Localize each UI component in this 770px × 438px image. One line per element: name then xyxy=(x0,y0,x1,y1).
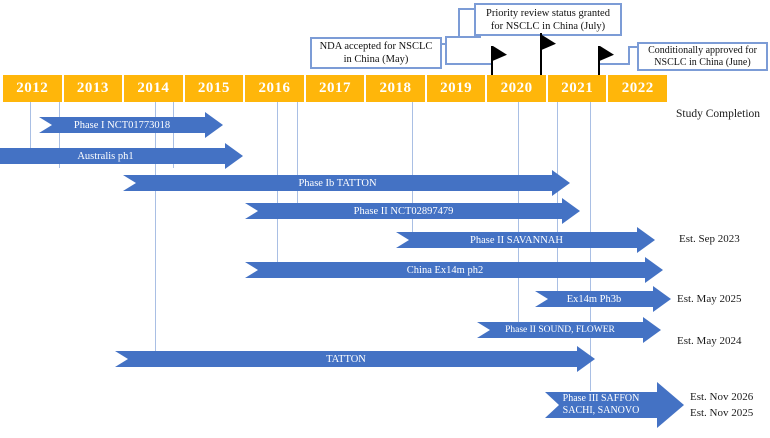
callout-text: NSCLC in China (June) xyxy=(654,56,751,68)
callout-text: Conditionally approved for xyxy=(648,44,757,56)
callout-connector xyxy=(445,37,447,65)
callout-bracket xyxy=(458,8,460,37)
bar-label: TATTON xyxy=(326,353,366,365)
year-cell-2012: 2012 xyxy=(3,75,62,102)
bar-label: China Ex14m ph2 xyxy=(406,264,484,276)
callout-connector xyxy=(438,43,447,45)
study-completion-header: Study Completion xyxy=(676,108,761,120)
year-cell-2022: 2022 xyxy=(608,75,668,102)
gantt-bar-phase1-nct01773018: Phase I NCT01773018 xyxy=(39,117,205,133)
est-completion-phase3-line2: Est. Nov 2025 xyxy=(690,407,754,419)
callout-nda-accepted: NDA accepted for NSCLC in China (May) xyxy=(310,37,442,69)
bar-label: Phase II SOUND, FLOWER xyxy=(505,325,615,335)
est-completion-phase3-line1: Est. Nov 2026 xyxy=(690,391,754,403)
leader-line xyxy=(412,102,413,233)
gantt-bar-arrowhead xyxy=(657,382,684,428)
callout-conditionally-approved: Conditionally approved for NSCLC in Chin… xyxy=(637,42,768,71)
leader-line xyxy=(173,102,174,168)
callout-text: in China (May) xyxy=(343,54,409,65)
callout-connector xyxy=(628,46,630,65)
bar-label: Ex14m Ph3b xyxy=(566,293,622,305)
year-cell-2014: 2014 xyxy=(124,75,183,102)
year-cell-2021: 2021 xyxy=(547,75,607,102)
flag-icon xyxy=(598,46,600,75)
est-completion-sound-flower: Est. May 2024 xyxy=(677,335,742,347)
flag-icon xyxy=(491,46,493,75)
leader-line xyxy=(297,102,298,205)
gantt-bar-ex14m-ph3b: Ex14m Ph3b xyxy=(535,291,653,307)
leader-line xyxy=(557,102,558,292)
gantt-bar-arrowhead xyxy=(645,257,663,283)
leader-line xyxy=(30,102,31,150)
gantt-bar-phase2-sound-flower: Phase II SOUND, FLOWER xyxy=(477,322,643,338)
year-cell-2017: 2017 xyxy=(305,75,365,102)
gantt-bar-tatton: TATTON xyxy=(115,351,577,367)
callout-text: for NSCLC in China (July) xyxy=(490,20,606,32)
leader-line xyxy=(59,102,60,168)
year-cell-2018: 2018 xyxy=(366,75,425,102)
callout-priority-review: Priority review status granted for NSCLC… xyxy=(474,3,622,36)
gantt-bar-arrowhead xyxy=(562,198,580,224)
gantt-bar-phase1b-tatton: Phase Ib TATTON xyxy=(123,175,552,191)
year-axis: 2012 2013 2014 2015 2016 2017 2018 2019 … xyxy=(3,75,668,102)
callout-text: Priority review status granted xyxy=(486,7,610,19)
flag-icon xyxy=(542,35,556,50)
bar-label: Australis ph1 xyxy=(77,150,134,162)
est-completion-ex14m-ph3b: Est. May 2025 xyxy=(677,293,742,305)
flag-icon xyxy=(540,33,542,75)
bar-label: Phase Ib TATTON xyxy=(298,177,377,189)
gantt-bar-china-ex14m-ph2: China Ex14m ph2 xyxy=(245,262,645,278)
year-cell-2013: 2013 xyxy=(63,75,123,102)
gantt-bar-arrowhead xyxy=(205,112,223,138)
gantt-bar-arrowhead xyxy=(653,286,671,312)
bar-label: Phase II NCT02897479 xyxy=(353,205,454,217)
callout-bracket xyxy=(445,36,481,38)
gantt-bar-arrowhead xyxy=(225,143,243,169)
bar-label: Phase III SAFFON xyxy=(562,393,640,404)
bar-label: SACHI, SANOVO xyxy=(562,405,640,416)
callout-bracket xyxy=(458,8,474,10)
callout-connector xyxy=(445,63,491,65)
gantt-bar-phase3-saffon-sachi-sanovo: Phase III SAFFON SACHI, SANOVO xyxy=(545,392,657,418)
flag-icon xyxy=(493,46,507,61)
gantt-bar-arrowhead xyxy=(643,317,661,343)
callout-connector xyxy=(628,46,637,48)
gantt-bar-phase2-nct02897479: Phase II NCT02897479 xyxy=(245,203,562,219)
year-cell-2015: 2015 xyxy=(184,75,244,102)
est-completion-savannah: Est. Sep 2023 xyxy=(679,233,740,245)
gantt-bar-arrowhead xyxy=(637,227,655,253)
gantt-bar-arrowhead xyxy=(552,170,570,196)
gantt-bar-arrowhead xyxy=(577,346,595,372)
year-cell-2020: 2020 xyxy=(487,75,546,102)
gantt-bar-phase2-savannah: Phase II SAVANNAH xyxy=(396,232,637,248)
gantt-bar-australis-ph1: Australis ph1 xyxy=(0,148,225,164)
bar-label: Phase II SAVANNAH xyxy=(470,234,563,246)
callout-text: NDA accepted for NSCLC xyxy=(319,41,433,52)
callout-connector xyxy=(599,63,630,65)
flag-icon xyxy=(600,46,614,61)
year-cell-2016: 2016 xyxy=(245,75,304,102)
leader-line xyxy=(155,102,156,352)
year-cell-2019: 2019 xyxy=(426,75,486,102)
bar-label: Phase I NCT01773018 xyxy=(73,119,171,131)
